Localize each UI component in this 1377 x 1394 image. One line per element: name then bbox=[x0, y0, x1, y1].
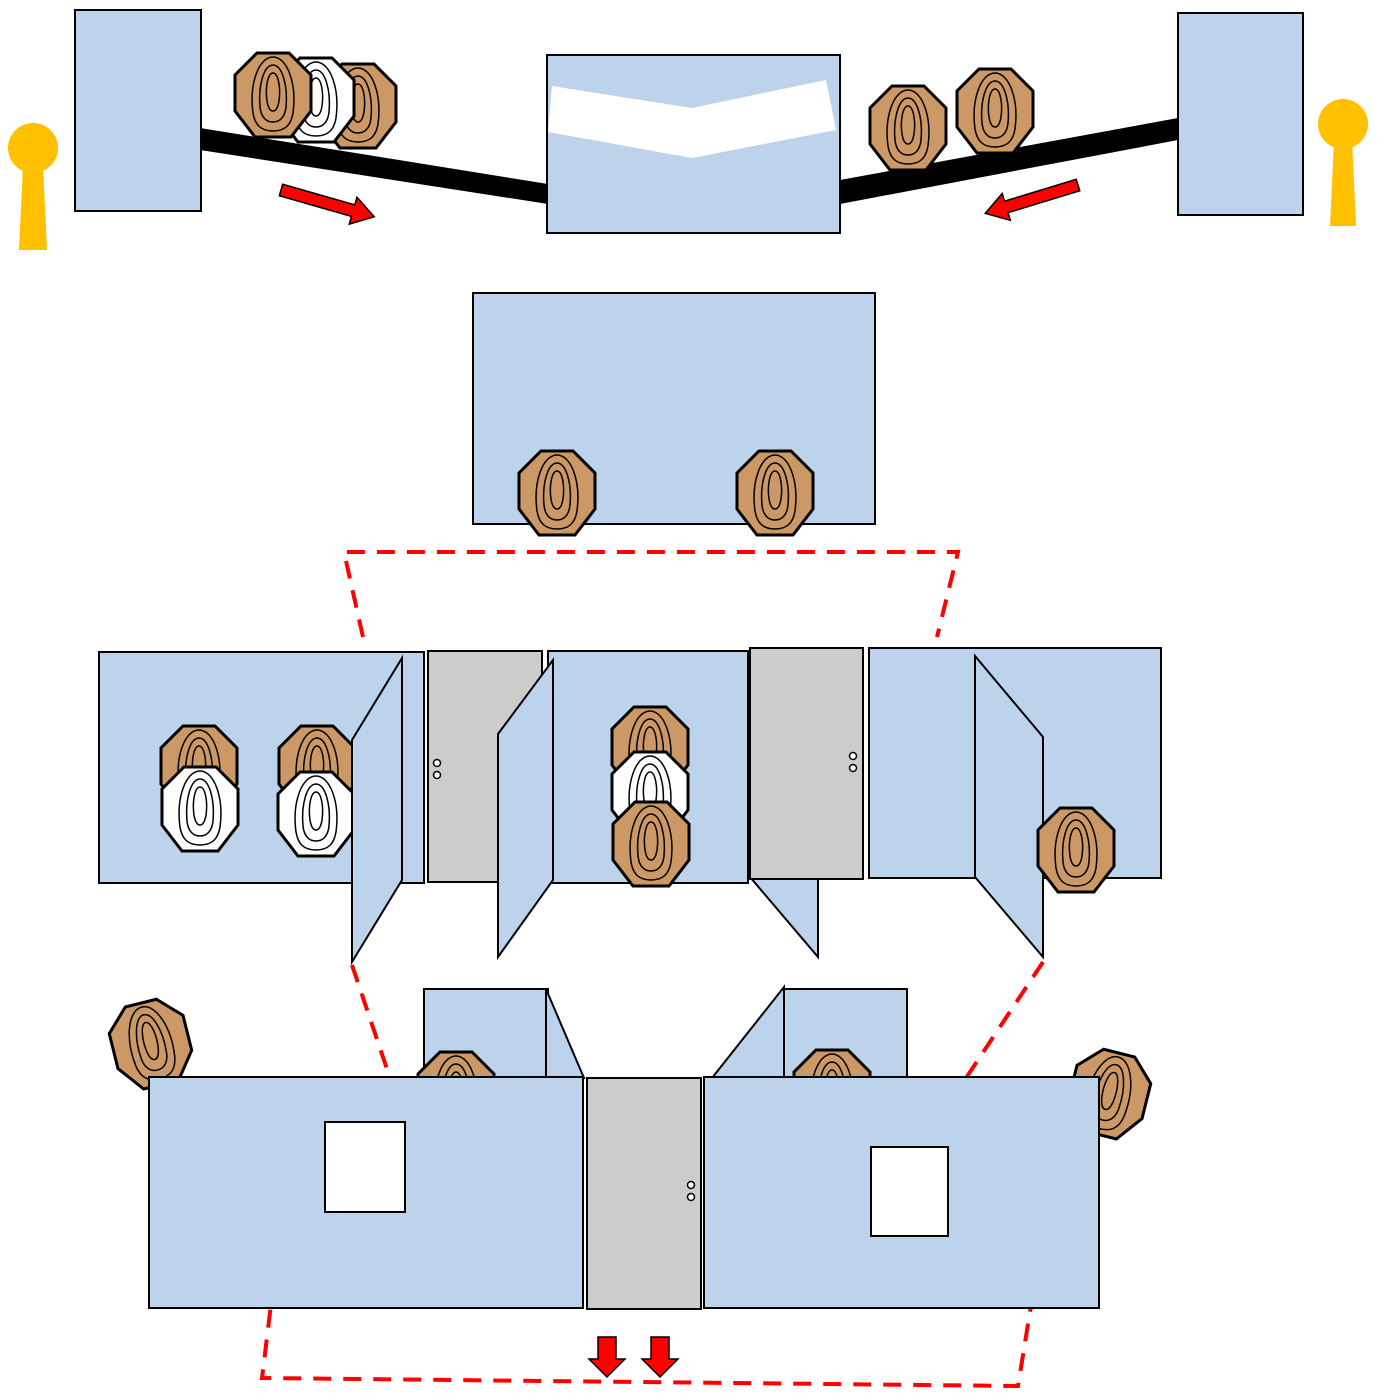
steel-target-icon bbox=[868, 84, 948, 172]
window bbox=[324, 1121, 406, 1213]
no-shoot-target-icon bbox=[160, 765, 240, 853]
swing-wall bbox=[545, 988, 586, 1079]
window bbox=[870, 1146, 949, 1237]
mover-track bbox=[840, 118, 1178, 204]
mover-track bbox=[200, 128, 548, 204]
wall-panel bbox=[74, 9, 202, 212]
swing-wall bbox=[497, 656, 554, 961]
steel-target-icon bbox=[1036, 806, 1116, 894]
direction-arrow-icon bbox=[641, 1336, 679, 1378]
fault-lines bbox=[259, 550, 1045, 1389]
activator-icon bbox=[8, 123, 58, 250]
start-section bbox=[102, 984, 1158, 1378]
direction-arrow-icon bbox=[588, 1336, 626, 1378]
swing-wall bbox=[709, 984, 785, 1079]
middle-section bbox=[98, 647, 1162, 966]
steel-target-icon bbox=[735, 449, 815, 537]
no-shoot-target-icon bbox=[276, 770, 356, 858]
door bbox=[749, 647, 864, 880]
steel-target-icon bbox=[517, 449, 597, 537]
direction-arrow-icon bbox=[278, 183, 376, 226]
wall-panel bbox=[1177, 12, 1304, 216]
door bbox=[586, 1077, 702, 1310]
mover-section bbox=[8, 9, 1368, 250]
back-wall-section bbox=[472, 292, 876, 537]
direction-arrow-icon bbox=[983, 178, 1081, 222]
steel-target-icon bbox=[233, 51, 313, 139]
activator-icon bbox=[1318, 99, 1368, 226]
steel-target-icon bbox=[955, 67, 1035, 155]
swing-wall bbox=[351, 654, 403, 966]
wall-opening bbox=[548, 80, 836, 158]
swing-wall bbox=[974, 653, 1044, 960]
steel-target-icon bbox=[611, 800, 691, 888]
